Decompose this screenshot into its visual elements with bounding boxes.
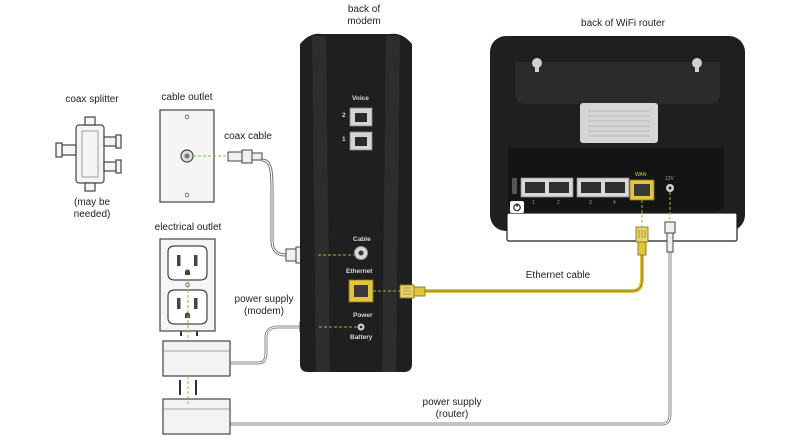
modem-label-battery: Battery: [350, 334, 373, 341]
coax-splitter: [55, 116, 122, 192]
router-lan-ports: [520, 177, 630, 198]
router-vent: [580, 103, 658, 143]
ethernet-connector-router: [635, 226, 649, 256]
coax-connector-outlet: [227, 149, 263, 164]
modem-label-ethernet: Ethernet: [346, 268, 373, 275]
router-power-jack: [666, 184, 674, 192]
router-mount-hole-left: [532, 58, 542, 72]
router-power-adapter: [162, 398, 231, 435]
router-label-port-2: 2: [557, 200, 560, 206]
label-cable-outlet: cable outlet: [161, 92, 213, 103]
modem-label-voice: Voice: [352, 95, 369, 102]
label-power-supply-router-line2: (router): [435, 409, 469, 420]
voice-port-1: [349, 131, 373, 151]
modem-power-jack: [357, 323, 365, 331]
label-coax-splitter: coax splitter: [65, 94, 119, 105]
modem-power-adapter: [162, 340, 231, 377]
router-side-switch: [512, 178, 517, 194]
router-wan-port: [629, 179, 655, 201]
modem-label-power: Power: [353, 312, 373, 319]
router-label-12v: 12V: [665, 176, 674, 182]
label-may-be-needed-line2: needed): [73, 209, 111, 220]
coax-cable: [261, 158, 287, 257]
modem-label-port-1: 1: [342, 136, 346, 143]
voice-port-2: [349, 107, 373, 127]
router-mount-hole-right: [692, 58, 702, 72]
label-power-supply-modem-line1: power supply: [234, 294, 294, 305]
router-label-port-3: 3: [589, 200, 592, 206]
label-power-supply-modem: power supply (modem): [229, 294, 299, 318]
label-ethernet-cable: Ethernet cable: [525, 270, 591, 281]
modem-label-cable: Cable: [353, 236, 371, 243]
router-power-plug: [664, 221, 676, 253]
label-may-be-needed-line1: (may be: [73, 197, 111, 208]
label-coax-cable: coax cable: [224, 131, 272, 142]
label-back-of-modem: back of modem: [328, 4, 400, 28]
router-label-port-4: 4: [613, 200, 616, 206]
label-back-of-router: back of WiFi router: [581, 18, 665, 29]
ethernet-connector-modem: [399, 284, 426, 299]
modem-cable-port: [354, 246, 368, 260]
modem-ethernet-port: [348, 279, 374, 303]
router-label-port-1: 1: [532, 200, 535, 206]
label-electrical-outlet: electrical outlet: [154, 222, 222, 233]
power-button-icon: [510, 201, 524, 213]
modem-label-port-2: 2: [342, 112, 346, 119]
router-label-wan: WAN: [635, 172, 647, 178]
label-back-of-modem-line1: back of: [347, 4, 381, 15]
label-power-supply-router: power supply (router): [417, 397, 487, 421]
modem-body: [300, 33, 412, 372]
label-power-supply-modem-line2: (modem): [243, 306, 284, 317]
label-power-supply-router-line1: power supply: [422, 397, 482, 408]
label-back-of-modem-line2: modem: [347, 16, 381, 27]
label-may-be-needed: (may be needed): [62, 197, 122, 221]
